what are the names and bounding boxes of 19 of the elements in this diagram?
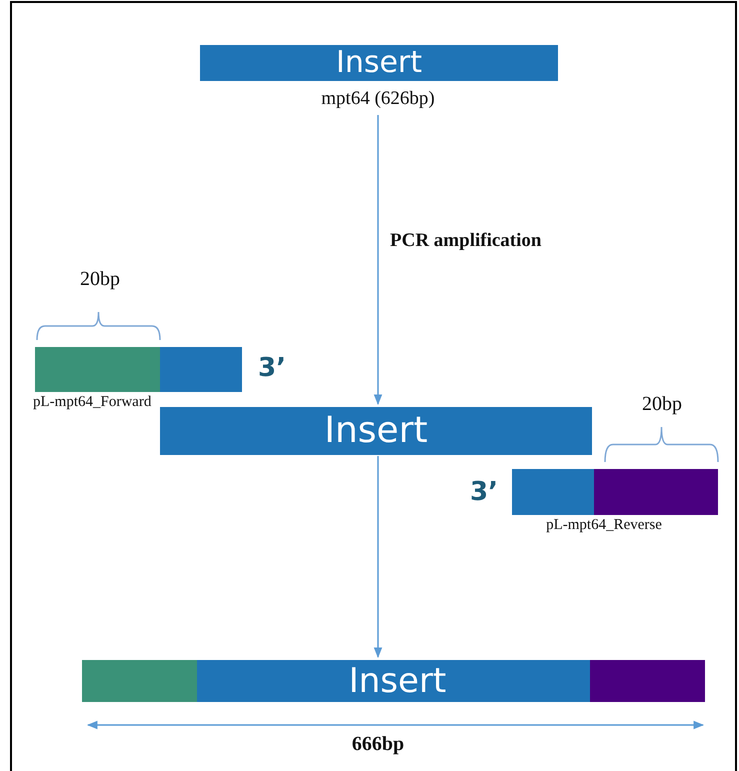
- product-bar: [82, 660, 705, 702]
- insert-bar: [200, 45, 558, 81]
- prime-end-label: 3’: [470, 477, 498, 507]
- reverse-primer-bar: [512, 469, 718, 515]
- prime-end-label: 3’: [258, 353, 286, 383]
- edge-label: PCR amplification: [390, 230, 542, 252]
- gene-caption: mpt64 (626bp): [321, 88, 435, 110]
- bar-label: Insert: [348, 664, 446, 698]
- bar-label: Insert: [324, 413, 428, 449]
- bar-label: Insert: [336, 48, 422, 78]
- primer-name: pL-mpt64_Forward: [33, 394, 152, 411]
- insert-bar: [160, 407, 592, 455]
- length-label: 20bp: [80, 268, 120, 291]
- primer-name: pL-mpt64_Reverse: [546, 517, 662, 534]
- length-label: 666bp: [352, 733, 404, 756]
- arrow: [374, 456, 382, 658]
- length-label: 20bp: [642, 393, 682, 416]
- arrow: [374, 115, 382, 406]
- forward-primer-bar: [35, 347, 242, 392]
